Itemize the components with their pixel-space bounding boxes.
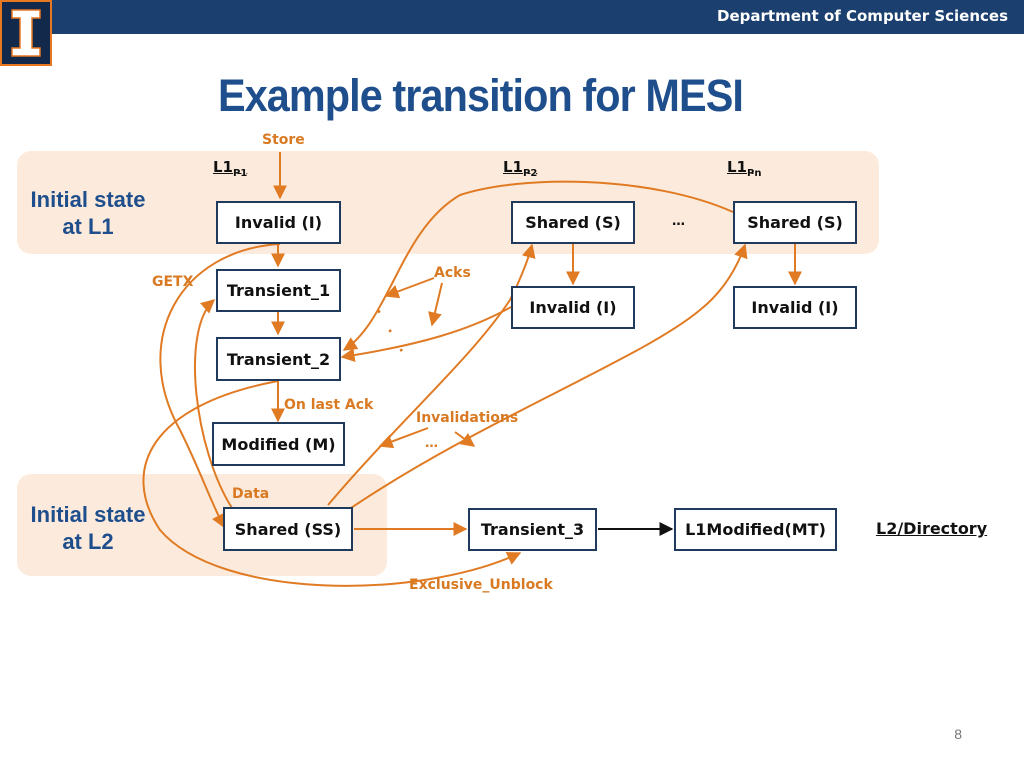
logo-i-icon [11, 9, 41, 57]
arrow-data [193, 299, 233, 509]
column-header-p1-main: L1 [213, 158, 233, 176]
l2-band-label-line1: Initial state [30, 502, 146, 527]
university-logo-icon [0, 0, 52, 66]
page-number: 8 [954, 726, 962, 742]
state-transient-1: Transient_1 [216, 269, 341, 312]
column-header-p1: L1P1 [213, 158, 247, 179]
column-header-pn: L1Pn [727, 158, 761, 179]
label-invalidations: Invalidations [416, 410, 519, 426]
state-transient-3: Transient_3 [468, 508, 597, 551]
column-header-pn-main: L1 [727, 158, 747, 176]
l2-band-label: Initial state at L2 [22, 501, 154, 555]
label-acks: Acks [434, 265, 471, 281]
inv-pointer-right [454, 431, 476, 447]
arrow-inv-pn [344, 243, 748, 513]
l1-band-label: Initial state at L1 [22, 186, 154, 240]
l2-directory-label: L2/Directory [876, 519, 988, 538]
arrow-exclusive-unblock [142, 380, 522, 587]
label-getx: GETX [152, 274, 194, 290]
arrow-getx [159, 243, 281, 529]
label-data: Data [232, 486, 270, 502]
acks-pointer-left [384, 277, 435, 299]
l2-band-label-line2: at L2 [62, 529, 114, 554]
label-ellipsis-top: … [672, 214, 685, 229]
acks-pointer-right [428, 282, 443, 327]
state-pn-invalid: Invalid (I) [733, 286, 857, 329]
label-ellipsis-invalidations: … [425, 436, 438, 451]
inv-pointer-left [378, 427, 429, 449]
arrow-inv-p2 [327, 243, 536, 506]
state-p2-shared: Shared (S) [511, 201, 635, 244]
state-p1-invalid: Invalid (I) [216, 201, 341, 244]
state-modified: Modified (M) [212, 422, 345, 466]
department-name: Department of Computer Sciences [717, 7, 1008, 25]
state-l2-shared: Shared (SS) [223, 507, 353, 551]
label-on-last-ack: On last Ack [284, 397, 374, 413]
column-header-p1-sub: P1 [233, 168, 248, 179]
column-header-p2: L1P2 [503, 158, 537, 179]
label-store: Store [262, 132, 305, 148]
column-header-pn-sub: Pn [747, 168, 762, 179]
state-transient-2: Transient_2 [216, 337, 341, 381]
column-header-p2-main: L1 [503, 158, 523, 176]
header-bar: Department of Computer Sciences [0, 0, 1024, 34]
arrow-ack-p2 [340, 306, 512, 363]
column-header-p2-sub: P2 [523, 168, 538, 179]
label-exclusive-unblock: Exclusive_Unblock [409, 577, 553, 593]
state-pn-shared: Shared (S) [733, 201, 857, 244]
page-title: Example transition for MESI [218, 70, 744, 121]
arrow-ack-pn [342, 180, 734, 351]
state-p2-invalid: Invalid (I) [511, 286, 635, 329]
state-l1modified: L1Modified(MT) [674, 508, 837, 551]
l1-band-label-line1: Initial state [30, 187, 146, 212]
l1-band-label-line2: at L1 [62, 214, 114, 239]
